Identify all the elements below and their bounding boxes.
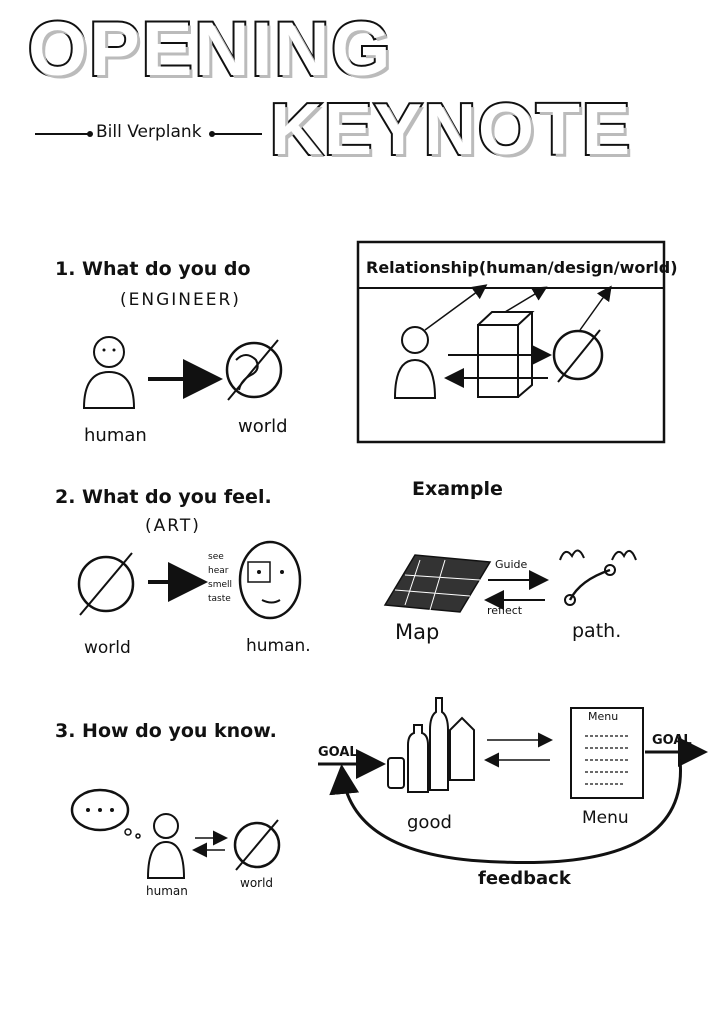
sense-label: smell <box>208 580 232 590</box>
feedback-loop <box>329 759 682 865</box>
title-line-2: KEYNOTE <box>268 90 633 170</box>
human-icon <box>393 326 437 399</box>
sense-label: taste <box>208 594 231 604</box>
sense-label: hear <box>208 566 229 576</box>
goal-right-label: GOAL <box>652 733 692 748</box>
map-label: Map <box>395 620 440 644</box>
guide-label: Guide <box>495 558 528 571</box>
sense-label: see <box>208 552 224 562</box>
human-icon <box>82 336 136 409</box>
globe-icon <box>77 552 135 616</box>
globe-icon <box>552 329 604 383</box>
section-1-world-label: world <box>238 416 288 437</box>
human-icon <box>146 813 186 879</box>
globe-icon <box>225 339 283 401</box>
good-label: good <box>407 812 452 833</box>
section-3-world-label: world <box>240 876 274 890</box>
title-line-1: OPENING <box>26 7 393 92</box>
goal-left-label: GOAL <box>318 745 358 760</box>
cube-icon <box>477 311 535 398</box>
section-2-human-label: human. <box>246 636 311 656</box>
path-icon <box>559 549 637 606</box>
section-2-world-label: world <box>84 638 131 658</box>
path-label: path. <box>572 620 622 642</box>
section-1-human-label: human <box>84 425 147 446</box>
thought-bubble-icon <box>70 788 141 839</box>
menu-label: Menu <box>582 808 629 828</box>
section-1-heading: 1. What do you do <box>55 258 251 280</box>
menu-card-title: Menu <box>588 710 619 723</box>
section-3-human-label: human <box>146 884 188 898</box>
example-heading: Example <box>412 478 503 500</box>
map-icon <box>383 554 492 613</box>
face-icon <box>238 540 302 620</box>
section-1-sub: (ENGINEER) <box>120 290 241 310</box>
speaker-name: Bill Verplank <box>96 122 202 142</box>
feedback-label: feedback <box>478 868 571 889</box>
bottles-icon <box>387 697 475 793</box>
reflect-label: reflect <box>487 604 523 617</box>
section-3-heading: 3. How do you know. <box>55 720 277 742</box>
relationship-title: Relationship(human/design/world) <box>366 258 678 277</box>
globe-icon <box>233 819 281 871</box>
section-2-heading: 2. What do you feel. <box>55 486 272 508</box>
menu-card-icon <box>570 707 644 799</box>
section-2-sub: (ART) <box>145 516 201 536</box>
